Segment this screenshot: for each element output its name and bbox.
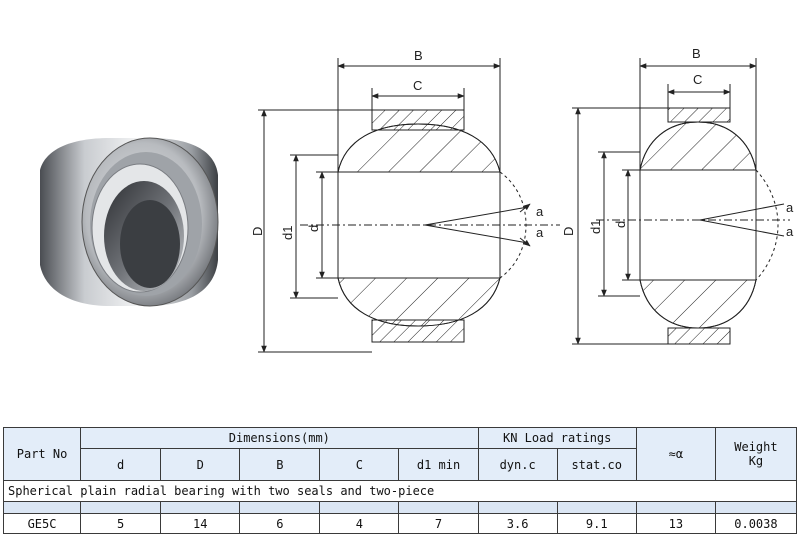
- header-weight: Weight Kg: [714, 427, 798, 481]
- drawing-right: [572, 58, 790, 345]
- header-load-ratings: KN Load ratings: [477, 427, 637, 449]
- label-d1: d1: [588, 220, 603, 234]
- spacer-row: [2, 501, 798, 514]
- cell-weight: 0.0038: [714, 513, 798, 534]
- label-a-top: a: [786, 200, 794, 215]
- bearing-photo: [40, 137, 219, 307]
- label-c: C: [413, 78, 422, 93]
- label-c: C: [693, 72, 702, 87]
- label-b: B: [414, 48, 423, 63]
- cell-d1-min: 7: [398, 513, 479, 534]
- label-a-bottom: a: [536, 225, 544, 240]
- cell-stat: 9.1: [556, 513, 637, 534]
- cell-d: 5: [80, 513, 162, 534]
- label-D: D: [250, 227, 265, 236]
- header-weight-line2: Kg: [748, 454, 764, 468]
- label-b: B: [692, 46, 701, 61]
- drawing-right-labels: B C D d1 d a a: [561, 46, 794, 239]
- cell-dyn: 3.6: [477, 513, 558, 534]
- description-row: Spherical plain radial bearing with two …: [3, 480, 797, 502]
- header-stat: stat.co: [556, 448, 637, 481]
- header-part-no: Part No: [2, 427, 82, 481]
- label-a-top: a: [536, 204, 544, 219]
- header-B: B: [239, 448, 321, 481]
- cell-D: 14: [160, 513, 241, 534]
- header-D: D: [160, 448, 241, 481]
- header-weight-line1: Weight: [734, 440, 778, 454]
- label-D: D: [561, 227, 576, 236]
- bearing-figure: B C D d1 d a a: [40, 46, 794, 353]
- label-d: d: [306, 225, 321, 232]
- cell-B: 6: [239, 513, 321, 534]
- label-a-bottom: a: [786, 224, 794, 239]
- header-dyn: dyn.c: [477, 448, 558, 481]
- drawing-left: [258, 58, 560, 353]
- header-alpha: ≈α: [635, 427, 716, 481]
- label-d1: d1: [280, 226, 295, 240]
- cell-alpha: 13: [635, 513, 716, 534]
- label-d: d: [613, 221, 628, 228]
- spec-table: Part No Dimensions(mm) KN Load ratings ≈…: [2, 427, 798, 534]
- cell-part-no: GE5C: [2, 513, 82, 534]
- header-dimensions: Dimensions(mm): [80, 427, 479, 449]
- drawing-left-labels: B C D d1 d a a: [250, 48, 544, 240]
- header-d1-min: d1 min: [398, 448, 479, 481]
- header-C: C: [319, 448, 400, 481]
- cell-C: 4: [319, 513, 400, 534]
- table-row: GE5C 5 14 6 4 7 3.6 9.1 13 0.0038: [2, 513, 798, 534]
- header-d: d: [80, 448, 162, 481]
